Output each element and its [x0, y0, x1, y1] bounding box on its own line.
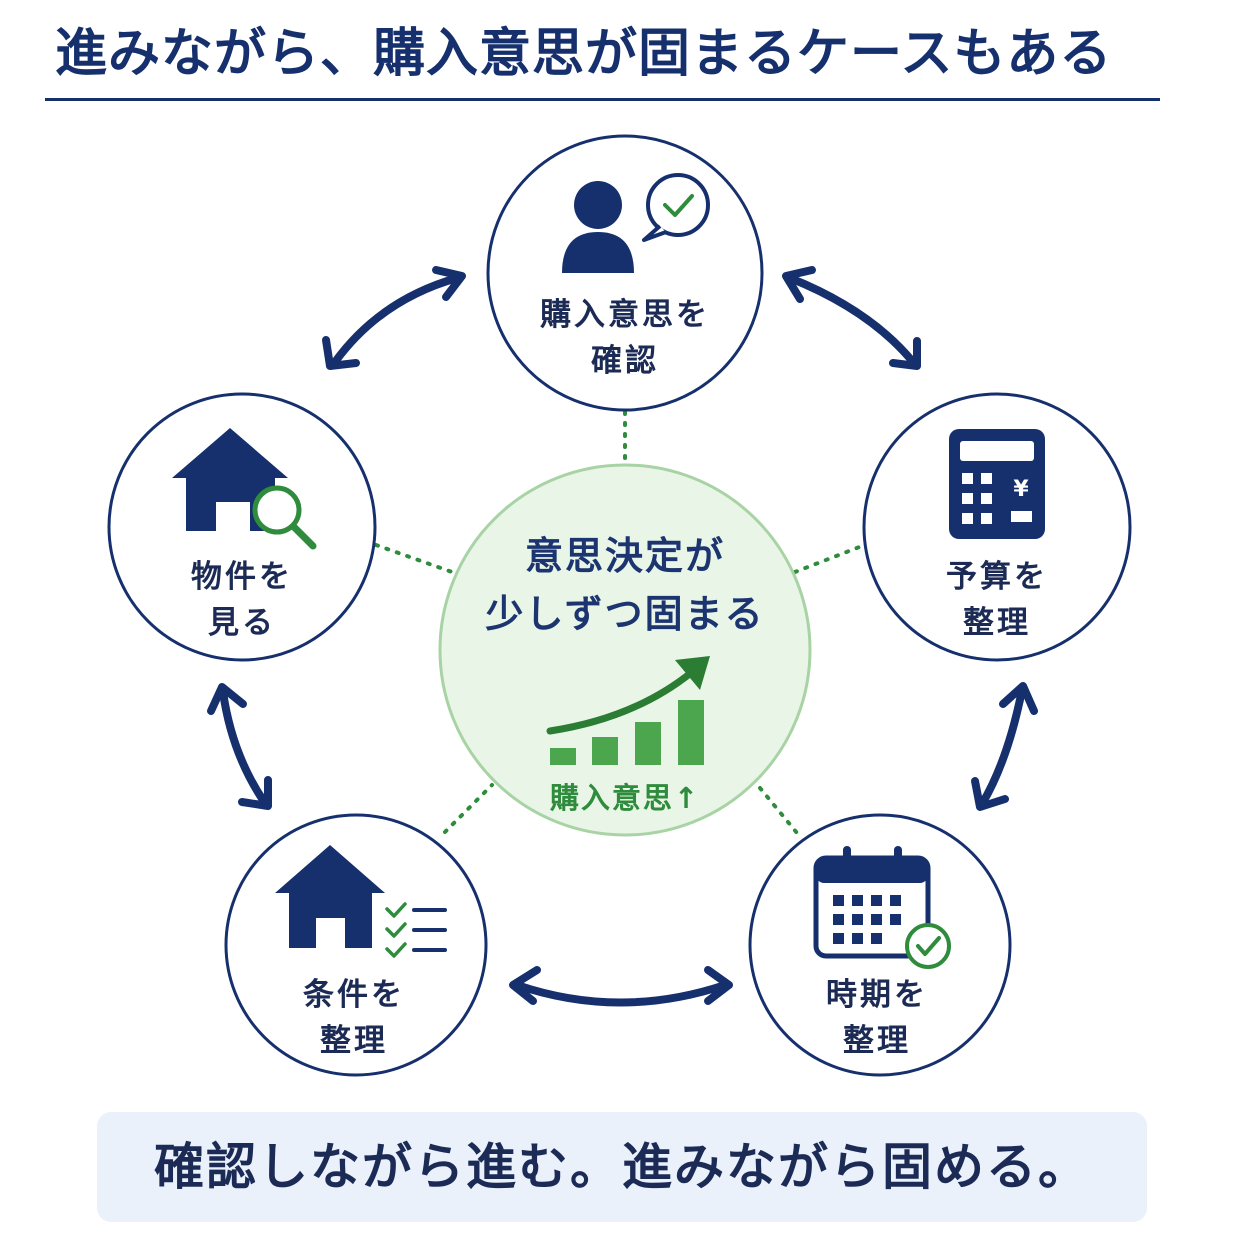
chart-bar-3	[635, 722, 661, 765]
svg-text:¥: ¥	[1013, 477, 1029, 502]
chart-bar-4	[678, 700, 704, 765]
title-underline	[45, 98, 1160, 101]
page-title: 進みながら、購入意思が固まるケースもある	[55, 24, 1113, 84]
rising-arrow	[546, 668, 696, 735]
chart-bar-2	[592, 737, 618, 765]
house-checklist-icon	[275, 845, 447, 958]
center-title-line1: 意思決定が	[524, 534, 725, 578]
connector-bottom-right	[758, 786, 799, 835]
calendar-check-icon	[813, 846, 951, 969]
center-subtitle: 購入意思↑	[549, 781, 701, 815]
chart-bar-1	[550, 748, 576, 765]
node-circle-property	[107, 392, 377, 662]
dotted-connectors	[374, 410, 864, 835]
connector-right	[793, 544, 864, 574]
node-label-property: 物件を 見る	[142, 554, 342, 646]
arrow-left-down	[207, 683, 272, 810]
arrow-bottom	[509, 966, 733, 1007]
node-label-timing: 時期を 整理	[777, 972, 977, 1064]
person-check-bubble-icon	[562, 173, 710, 273]
arrow-top-left	[322, 266, 466, 370]
center-title-line2: 少しずつ固まる	[485, 592, 765, 636]
node-label-budget-line2: 整理	[963, 605, 1031, 641]
node-label-confirm: 購入意思を 確認	[525, 292, 725, 384]
footer-banner	[97, 1112, 1147, 1222]
center-circle	[438, 463, 812, 837]
connector-left	[374, 543, 454, 574]
node-label-conditions: 条件を 整理	[254, 972, 454, 1064]
rising-bar-chart-icon	[546, 656, 710, 765]
node-label-timing-line1: 時期を	[826, 977, 928, 1013]
house-search-icon	[172, 428, 317, 550]
node-label-conditions-line1: 条件を	[303, 977, 405, 1013]
node-label-budget-line1: 予算を	[946, 559, 1048, 595]
node-label-confirm-line2: 確認	[591, 343, 659, 379]
node-label-property-line1: 物件を	[191, 559, 293, 595]
footer-text: 確認しながら進む。進みながら固める。	[154, 1138, 1090, 1196]
rising-arrowhead	[675, 656, 710, 690]
arrow-top-right	[782, 266, 921, 370]
node-label-conditions-line2: 整理	[320, 1023, 388, 1059]
calculator-yen-icon: ¥	[949, 429, 1045, 539]
cycle-arrows	[207, 266, 1038, 1007]
connector-bottom-left	[443, 783, 494, 834]
node-label-budget: 予算を 整理	[897, 554, 1097, 646]
arrow-right-down	[971, 682, 1038, 811]
node-label-property-line2: 見る	[208, 605, 276, 641]
node-label-confirm-line1: 購入意思を	[540, 297, 710, 333]
node-label-timing-line2: 整理	[843, 1023, 911, 1059]
